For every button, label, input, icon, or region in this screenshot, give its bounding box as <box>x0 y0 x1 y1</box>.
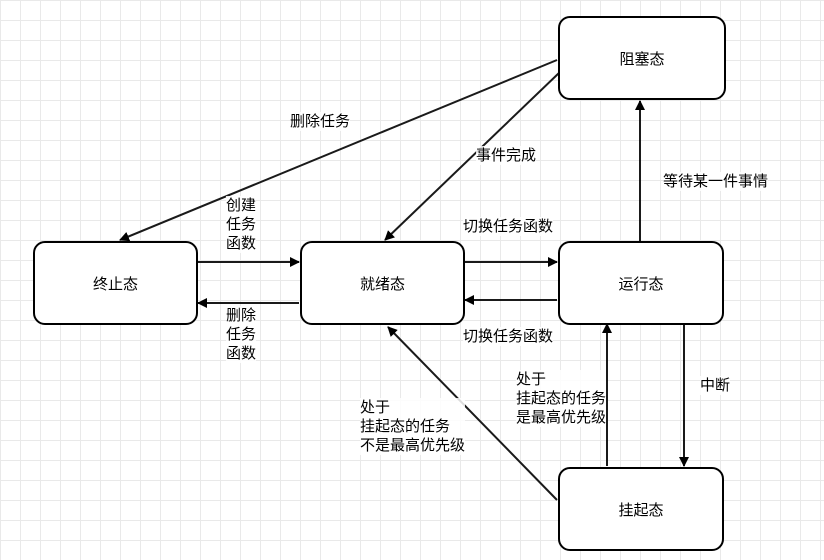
node-suspended: 挂起态 <box>558 467 724 551</box>
label-running-to-blocked: 等待某一件事情 <box>663 172 769 191</box>
arrow-blocked-to-terminated <box>119 59 558 242</box>
label-blocked-to-terminated: 删除任务 <box>290 112 351 131</box>
label-blocked-to-ready: 事件完成 <box>476 146 537 165</box>
node-suspended-label: 挂起态 <box>618 500 664 519</box>
node-blocked: 阻塞态 <box>558 16 726 100</box>
label-running-to-ready: 切换任务函数 <box>463 327 554 346</box>
label-suspended-to-ready: 处于 挂起态的任务 不是最高优先级 <box>360 398 466 455</box>
node-ready: 就绪态 <box>300 241 465 325</box>
node-terminated-label: 终止态 <box>92 274 138 293</box>
label-ready-to-terminated: 删除 任务 函数 <box>226 306 257 363</box>
label-running-to-suspended: 中断 <box>700 376 731 395</box>
arrow-suspended-to-ready <box>387 326 558 501</box>
node-ready-label: 就绪态 <box>359 274 405 293</box>
arrow-blocked-to-ready <box>384 71 561 241</box>
node-blocked-label: 阻塞态 <box>619 49 665 68</box>
node-running-label: 运行态 <box>618 274 664 293</box>
node-terminated: 终止态 <box>33 241 198 325</box>
node-running: 运行态 <box>558 241 724 325</box>
label-ready-to-running: 切换任务函数 <box>463 217 554 236</box>
label-suspended-to-running: 处于 挂起态的任务 是最高优先级 <box>516 370 607 427</box>
label-terminated-to-ready: 创建 任务 函数 <box>226 196 257 253</box>
